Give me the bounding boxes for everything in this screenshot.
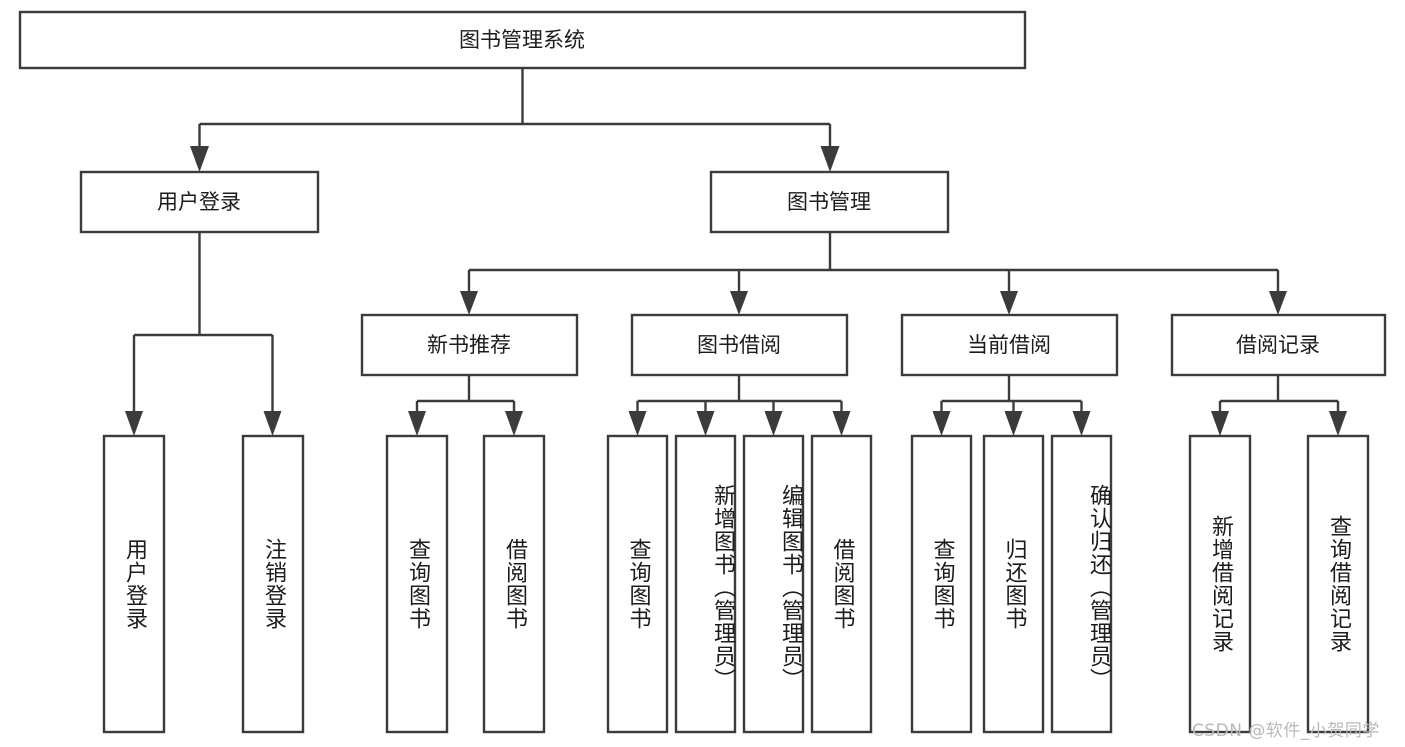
edge-group-book-borrow [628, 375, 851, 436]
node-label-book-management: 图书管理 [787, 190, 871, 214]
arrow-head-icon [1004, 411, 1023, 436]
node-label-root: 图书管理系统 [459, 28, 585, 52]
node-box-root[interactable] [18, 10, 1027, 70]
leaf-label-add-record: 新增借阅记录 [1207, 515, 1233, 653]
node-boxes [18, 10, 1387, 734]
node-box-leaf-confirm-return[interactable] [1050, 434, 1113, 734]
edge-group-book-management [460, 232, 1287, 315]
node-box-book-management[interactable] [709, 170, 950, 234]
leaf-label-logout: 注销登录 [260, 538, 286, 630]
arrow-head-icon [505, 411, 523, 436]
edge-group-user-login [125, 232, 282, 436]
node-box-borrow-records[interactable] [1170, 313, 1387, 377]
leaf-label-query-book-1: 查询图书 [404, 538, 430, 630]
node-box-leaf-add-record[interactable] [1188, 434, 1252, 734]
arrow-head-icon [1211, 411, 1229, 436]
node-box-new-book-recommend[interactable] [360, 313, 579, 377]
node-label-current-borrow: 当前借阅 [967, 333, 1051, 357]
horizontal-node-labels: 图书管理系统 用户登录 图书管理 新书推荐 图书借阅 当前借阅 借阅记录 [157, 28, 1320, 357]
arrow-head-icon [730, 291, 748, 315]
arrow-head-icon [820, 146, 840, 172]
leaf-label-user-login: 用户登录 [121, 538, 147, 630]
arrow-head-icon [932, 411, 951, 436]
arrow-head-icon [263, 411, 282, 436]
node-box-user-login[interactable] [79, 170, 320, 234]
leaf-label-borrow-book-1: 借阅图书 [501, 538, 527, 630]
node-box-leaf-user-login[interactable] [102, 434, 166, 734]
arrow-head-icon [1329, 411, 1347, 436]
node-box-book-borrow[interactable] [630, 313, 849, 377]
node-label-borrow-records: 借阅记录 [1236, 333, 1320, 357]
leaf-label-query-record: 查询借阅记录 [1325, 515, 1351, 653]
edge-group-borrow-records [1211, 375, 1347, 436]
node-box-leaf-add-book[interactable] [674, 434, 737, 734]
node-box-leaf-query-book-1[interactable] [385, 434, 449, 734]
arrow-head-icon [408, 411, 426, 436]
leaf-label-add-book: 新增图书（管理员） [710, 483, 735, 691]
node-label-new-book-recommend: 新书推荐 [427, 333, 511, 357]
csdn-watermark: CSDN @软件_小贺同学 [1192, 721, 1380, 741]
node-box-leaf-borrow-book-2[interactable] [810, 434, 873, 734]
leaf-label-edit-book: 编辑图书（管理员） [778, 483, 803, 691]
arrow-head-icon [628, 411, 647, 436]
node-box-leaf-query-book-2[interactable] [606, 434, 669, 734]
arrow-head-icon [1269, 291, 1287, 315]
edge-group-current-borrow [932, 375, 1091, 436]
arrow-head-icon [832, 411, 851, 436]
arrow-head-icon [696, 411, 715, 436]
arrow-head-icon [460, 291, 478, 315]
node-box-leaf-query-record[interactable] [1306, 434, 1370, 734]
leaf-label-query-book-3: 查询图书 [929, 538, 955, 630]
leaf-label-borrow-book-2: 借阅图书 [829, 538, 855, 630]
leaf-label-query-book-2: 查询图书 [625, 538, 651, 630]
node-box-leaf-edit-book[interactable] [742, 434, 805, 734]
node-box-leaf-query-book-3[interactable] [910, 434, 973, 734]
leaf-label-return-book: 归还图书 [1001, 538, 1027, 630]
edge-group-new-book-recommend [408, 375, 523, 436]
arrow-head-icon [125, 411, 143, 436]
leaf-label-confirm-return: 确认归还（管理员） [1086, 483, 1111, 691]
node-label-book-borrow: 图书借阅 [697, 333, 781, 357]
node-box-leaf-borrow-book-1[interactable] [482, 434, 546, 734]
node-box-leaf-return-book[interactable] [982, 434, 1045, 734]
arrow-head-icon [1000, 291, 1018, 315]
arrow-head-icon [190, 146, 209, 172]
arrow-head-icon [1072, 411, 1091, 436]
arrow-head-icon [764, 411, 783, 436]
node-label-user-login: 用户登录 [157, 190, 241, 214]
edge-group-root [190, 68, 840, 172]
node-box-current-borrow[interactable] [900, 313, 1119, 377]
node-box-leaf-logout[interactable] [241, 434, 305, 734]
